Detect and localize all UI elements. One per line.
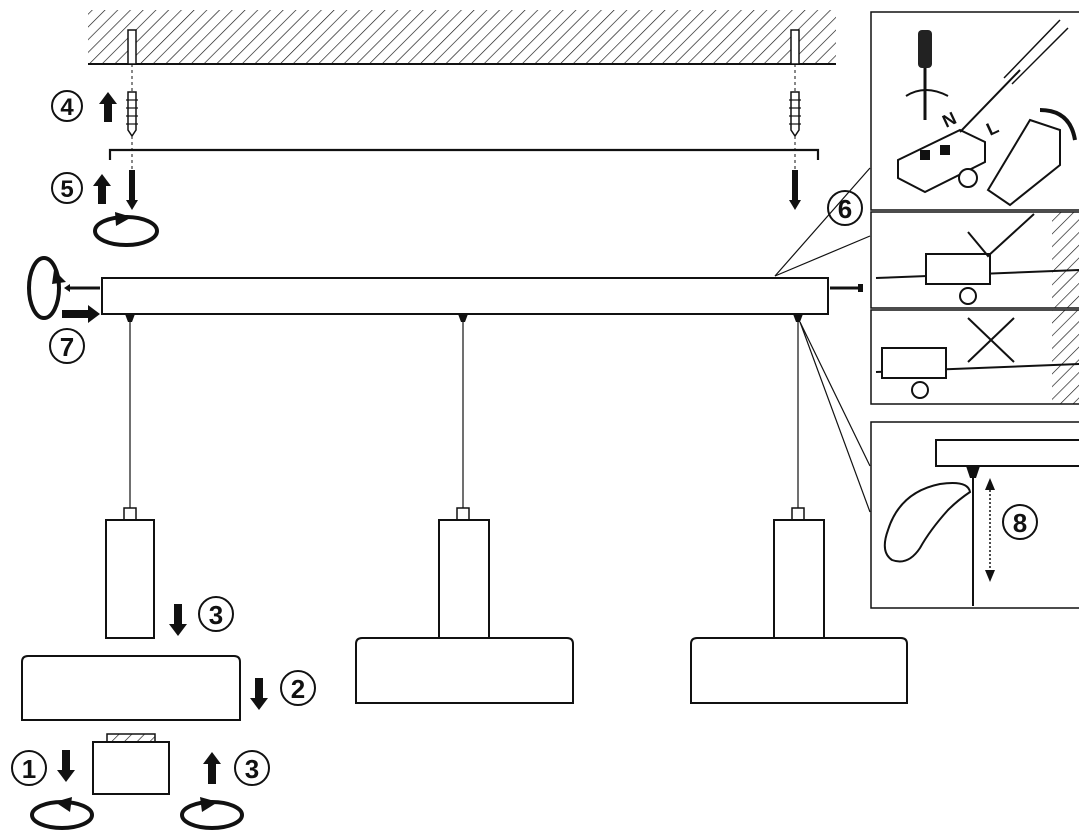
mounting-bracket	[108, 148, 820, 160]
step-3a-label: 3	[209, 600, 223, 630]
correct-wiring-panel	[870, 211, 1079, 309]
wall-plug-left	[126, 91, 138, 138]
down-arrow-icon	[250, 678, 268, 710]
up-arrow-icon	[203, 752, 221, 784]
screwdriver-icon	[918, 30, 932, 120]
drill-hole-right	[790, 29, 800, 65]
cable-grip-1	[125, 314, 135, 322]
pendant-2	[355, 507, 574, 704]
terminal-block	[881, 347, 947, 399]
step-8-label: 8	[1013, 508, 1027, 538]
rotate-clockwise-icon	[180, 797, 244, 830]
vertical-double-arrow-icon	[985, 478, 995, 582]
canopy-rail	[101, 277, 829, 315]
pendant-3	[690, 507, 908, 704]
wiring-detail-panel: N L	[870, 11, 1079, 211]
step-1-marker: 1	[11, 750, 47, 786]
step-3b-label: 3	[245, 754, 259, 784]
step-8-marker: 8	[1002, 504, 1038, 540]
height-adjust-panel: 8	[870, 421, 1079, 609]
checkmark-icon	[967, 213, 1035, 258]
wall-plug-right	[789, 91, 801, 138]
screw-right	[789, 170, 801, 210]
terminal-block	[897, 128, 986, 194]
cross-icon	[967, 317, 1015, 363]
cable-grip-3	[793, 314, 803, 322]
drill-hole-left	[127, 29, 137, 65]
rotate-counterclockwise-icon	[30, 797, 94, 830]
step-6-marker: 6	[827, 190, 863, 226]
step-4-label: 4	[60, 94, 74, 121]
step-3-marker-lower: 3	[234, 750, 270, 786]
down-arrow-icon	[169, 604, 187, 636]
step-6-label: 6	[838, 194, 852, 224]
hand-icon	[883, 482, 972, 563]
side-screw-right	[830, 284, 863, 292]
side-screw-left	[64, 284, 100, 292]
up-arrow-icon	[99, 92, 117, 122]
rotate-clockwise-icon	[93, 212, 159, 247]
pendant-1-exploded	[21, 507, 241, 795]
step-7-marker: 7	[49, 328, 85, 364]
step-3-marker-shade: 3	[198, 596, 234, 632]
incorrect-wiring-panel	[870, 309, 1079, 405]
step-4-marker: 4	[51, 90, 83, 122]
step-1-label: 1	[22, 754, 36, 784]
ceiling	[88, 10, 836, 65]
cable-grip-2	[458, 314, 468, 322]
rotate-counterclockwise-icon	[27, 256, 66, 320]
step-5-marker: 5	[51, 172, 83, 204]
step-7-label: 7	[60, 332, 74, 362]
right-arrow-icon	[62, 305, 100, 323]
screw-left	[126, 170, 138, 210]
step-2-marker: 2	[280, 670, 316, 706]
step-2-label: 2	[291, 674, 305, 704]
step-5-label: 5	[60, 176, 73, 203]
terminal-block	[925, 253, 991, 305]
down-arrow-icon	[57, 750, 75, 782]
up-arrow-icon	[93, 174, 111, 204]
